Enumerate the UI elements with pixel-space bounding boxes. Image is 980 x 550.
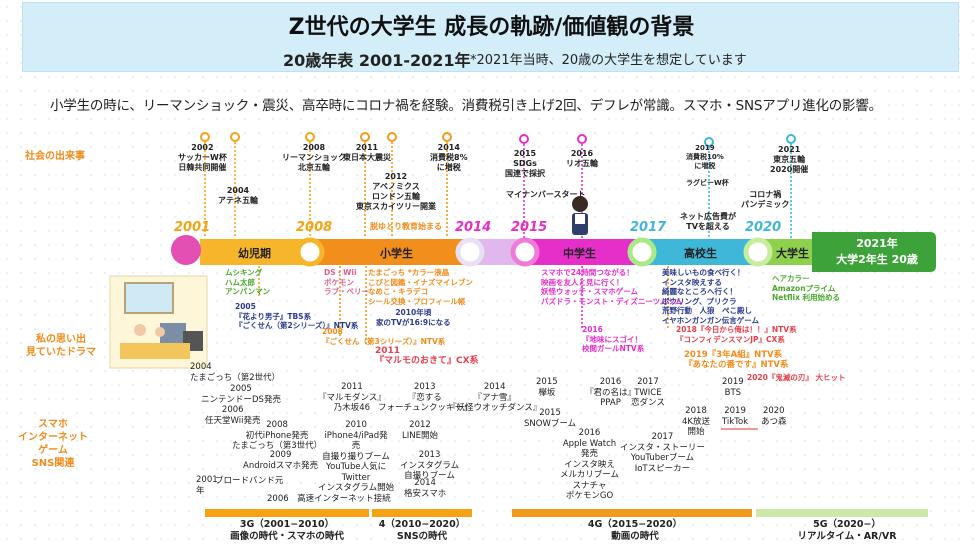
- net-5g-label: 5G（2020−） リアルタイム・AR/VR: [797, 519, 897, 542]
- event-2012: 2012 アベノミクス ロンドン五輪 東京スカイツリー開業: [356, 172, 436, 211]
- event-2004: 2004 アテネ五輪: [218, 186, 258, 205]
- sns-2004: 2004 たまごっち（第2世代）: [190, 362, 281, 383]
- memory-highschool: 美味しいもの食べ行く！ インスタ映えする 綺麗なところへ行く！ ボウリング、プリ…: [662, 268, 760, 325]
- memory-smartphone: スマホで24時間つながる！ 映画を友人と見に行く！ 妖怪ウォッチ・スマホゲーム …: [541, 268, 683, 306]
- row-label-memory: 私の思い出 見ていたドラマ: [26, 334, 96, 358]
- final-box: [812, 232, 936, 272]
- stage-elementary: 小学生: [380, 247, 413, 260]
- sns-2001: 2001 年: [196, 475, 218, 496]
- summary-text: 小学生の時に、リーマンショック・震災、高卒時にコロナ禍を経験。消費税引き上げ2回…: [50, 98, 882, 114]
- sns-2019-tiktok: 2019 TikTok: [722, 406, 749, 427]
- sns-2009: 2009 Androidスマホ発売: [243, 450, 319, 471]
- sns-2017-insta: 2017 インスタ・ストーリー YouTuberブーム IoTスピーカー: [620, 432, 705, 474]
- memory-drama-2011: 2011 『マルモのおきて』CX系: [375, 346, 479, 366]
- event-corona: コロナ禍 パンデミック: [741, 190, 790, 209]
- bar-3g: [205, 509, 369, 517]
- bar-infancy: [200, 239, 310, 265]
- sns-2014-dance: 2014 『アナ雪』 『妖怪ウオッチダンス』: [448, 382, 542, 413]
- memory-toys: ムシキング ハム太郎 アンパンマン: [225, 268, 271, 296]
- bar-high-school: [642, 239, 758, 265]
- sns-2015-keyaki: 2015 欅坂: [536, 377, 558, 398]
- page-title: Z世代の大学生 成長の軌跡/価値観の背景: [288, 15, 695, 40]
- event-rugby: ラグビーW杯: [686, 179, 729, 187]
- year-2008: 2008: [296, 220, 333, 235]
- stage-high-school: 高校生: [684, 247, 717, 260]
- memory-drama-2019: 2019『3年A組』NTV系 『あなたの番です』NTV系: [684, 350, 789, 370]
- sns-2012: 2012 LINE開始: [402, 420, 438, 441]
- year-2015: 2015: [511, 220, 548, 235]
- year-2020: 2020: [745, 220, 782, 235]
- year-2001: 2001: [174, 220, 211, 235]
- bar-4: [372, 509, 472, 517]
- event-2021: 2021 東京五輪 2020開催: [770, 145, 809, 174]
- sns-2014-sim: 2014 格安スマホ: [404, 478, 447, 499]
- year-2014: 2014: [455, 220, 492, 235]
- sns-2020-atsumori: 2020 あつ森: [761, 406, 787, 427]
- sns-2006-net: 2006 高速インターネット接続: [267, 494, 391, 504]
- sns-2013-insta: 2013 インスタグラム 自撮りブーム: [400, 450, 460, 481]
- event-2019: 2019 消費税10% に増税: [686, 144, 724, 170]
- bar-4g: [512, 509, 752, 517]
- student-figure-icon: [572, 196, 588, 235]
- sns-2008: 2008 初代iPhone発売 たまごっち（第3世代）: [232, 420, 323, 451]
- sns-2015-snow: 2015 SNOWブーム: [524, 408, 577, 429]
- event-2014: 2014 消費税8% に増税: [430, 143, 468, 172]
- stage-junior-high: 中学生: [563, 247, 596, 260]
- memory-games: DS・Wii ポケモン ラブ・ベリー: [324, 268, 369, 296]
- memory-kimetsu: 2020『鬼滅の刃』 大ヒット: [747, 373, 846, 382]
- event-yutori: 脱ゆとり教育始まる: [370, 222, 442, 231]
- sns-2018-4k: 2018 4K放送 開始: [682, 406, 710, 437]
- sns-2006: 2006 任天堂Wii発売: [205, 405, 261, 426]
- memory-tv-169: 2010年頃 家のTVが16:9になる: [376, 308, 451, 327]
- final-stage: 2021年 大学2年生 20歳: [836, 237, 918, 266]
- stage-infancy: 幼児期: [238, 247, 271, 260]
- memory-drama-2008: 2008 『ごくせん（第3シリーズ）』NTV系: [322, 327, 446, 346]
- event-2016: 2016 リオ五輪: [566, 149, 598, 168]
- birthday-balloon-icon: [171, 235, 201, 265]
- net-4-label: 4（2010−2020） SNSの時代: [378, 519, 466, 542]
- memory-drama-2018: 2018『今日から俺は！！』NTV系 『コンフィデンスマンJP』CX系: [676, 325, 797, 344]
- event-ad-spend: ネット広告費が TVを超える: [680, 212, 736, 231]
- memory-trends: たまごっち *カラー液晶 こびと図鑑・イナズマイレブン なめこ・キラデコ シール…: [368, 268, 473, 306]
- net-4g-label: 4G（2015−2020） 動画の時代: [587, 519, 683, 542]
- living-room-illustration: [109, 275, 208, 369]
- event-2008: 2008 リーマンショック 北京五輪: [282, 143, 346, 172]
- page-subtitle: 20歳年表 2001-2021年: [283, 51, 471, 70]
- year-2017: 2017: [630, 220, 667, 235]
- memory-drama-2005: 2005 『花より男子』TBS系 『ごくせん（第2シリーズ）』NTV系: [235, 302, 359, 330]
- sns-broadband: ブロードバンド元: [215, 476, 284, 486]
- event-2002: 2002 サッカーW杯 日韓共同開催: [178, 143, 227, 172]
- event-2015: 2015 SDGs 国連で採択: [505, 149, 545, 178]
- sns-2016-apple: 2016 Apple Watch 発売 インスタ映え メルカリブーム スナチャ …: [560, 428, 619, 501]
- memory-university: ヘアカラー Amazonプライム Netflix 利用始める: [772, 274, 841, 302]
- header-banner: Z世代の大学生 成長の軌跡/価値観の背景 20歳年表 2001-2021年 *2…: [22, 2, 959, 72]
- sns-2017-twice: 2017 TWICE 恋ダンス: [631, 377, 665, 408]
- sns-2005: 2005 ニンテンドーDS発売: [201, 384, 281, 405]
- event-mynumber: マイナンバースタート: [506, 190, 586, 199]
- sns-2019-bts: 2019 BTS: [722, 377, 744, 398]
- bar-5g: [756, 509, 928, 517]
- sns-2011: 2011 『マルモダンス』 乃木坂46: [318, 382, 386, 413]
- row-label-social: 社会の出来事: [25, 151, 85, 162]
- sns-2016-movie: 2016 『君の名は』 PPAP: [585, 377, 637, 408]
- page-note: *2021年当時、20歳の大学生を想定しています: [470, 53, 747, 68]
- row-label-sns: スマホ インターネット ゲーム SNS関連: [18, 419, 88, 469]
- sns-2010: 2010 iPhone4/iPad発 売 自撮り撮りブーム YouTube人気に…: [318, 420, 395, 493]
- bar-junior-high: [525, 239, 642, 265]
- sns-2013-dance: 2013 『恋する フォーチュンクッキー』: [378, 382, 472, 413]
- net-3g-label: 3G（2001−2010） 画像の時代・スマホの時代: [230, 519, 344, 542]
- event-2011: 2011 東日本大震災: [343, 143, 391, 162]
- memory-drama-2016: 2016 『地味にスゴイ！ 校閲ガールNTV系: [582, 325, 645, 353]
- stage-university: 大学生: [776, 247, 809, 260]
- bar-elementary: [310, 239, 470, 265]
